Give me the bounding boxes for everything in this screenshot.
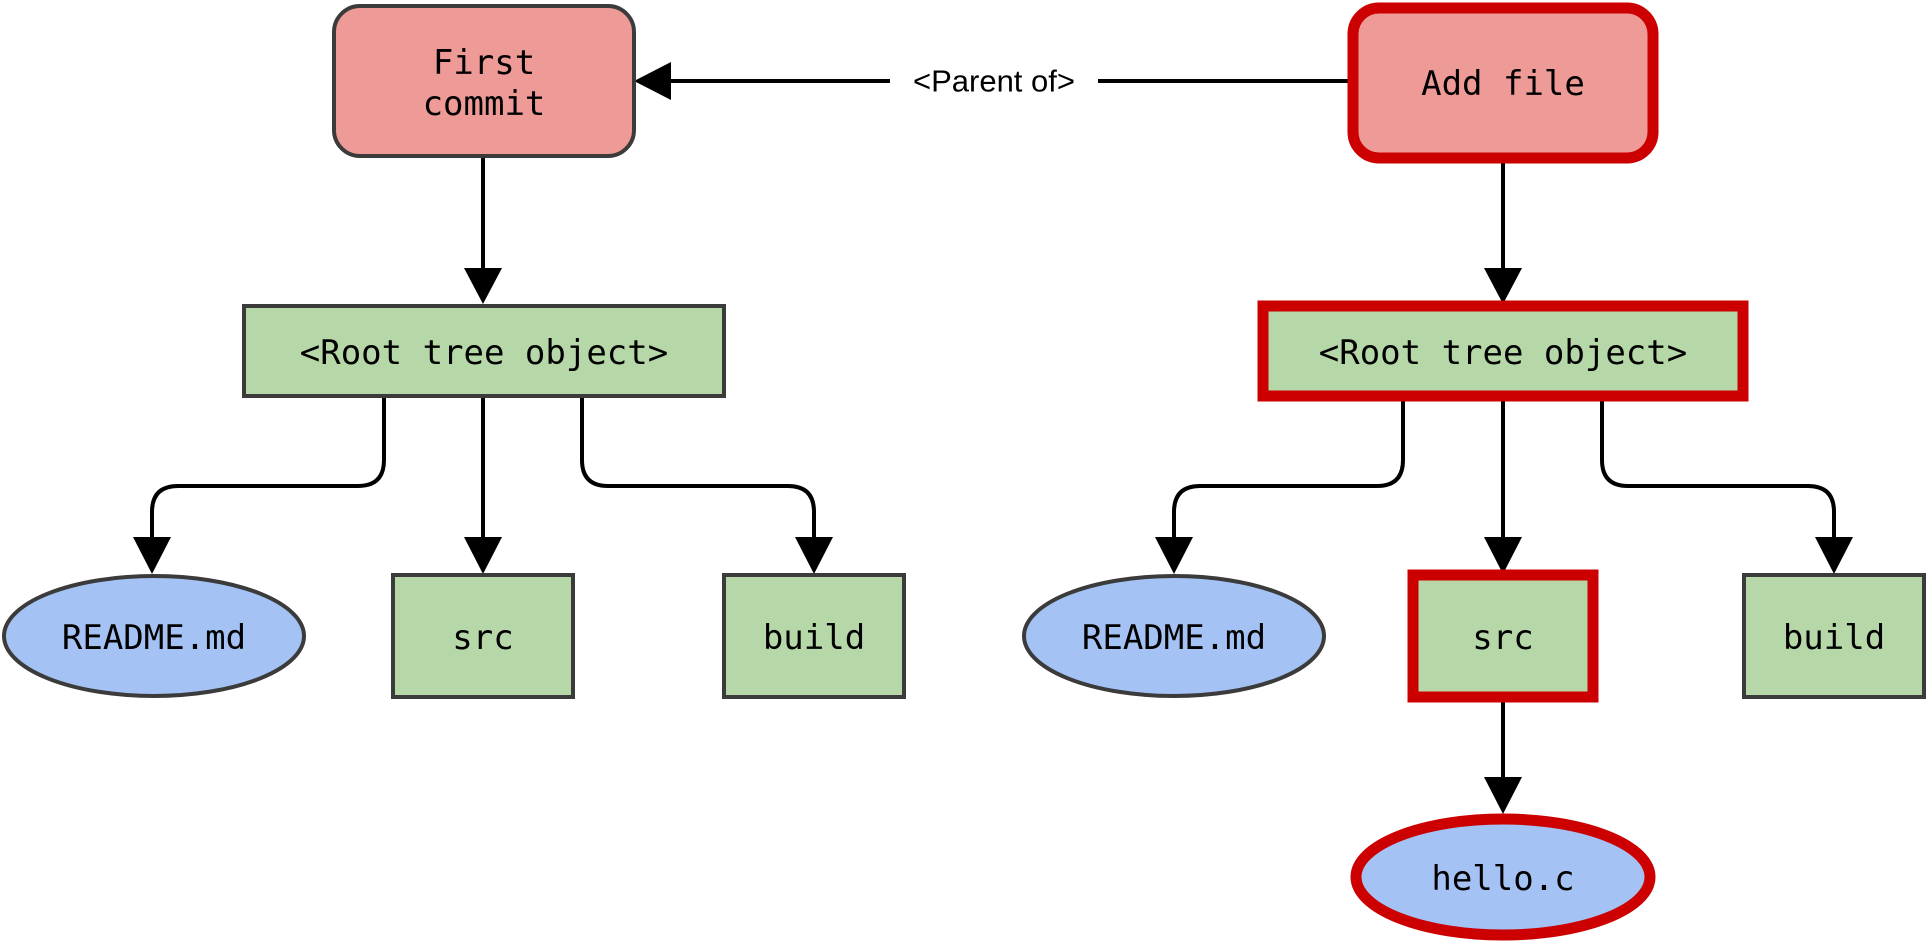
right-readme-blob-node: README.md [1022, 574, 1326, 698]
arrowhead [464, 537, 502, 574]
parent-of-label: <Parent of> [913, 64, 1075, 99]
left-root-tree-node: <Root tree object> [242, 304, 726, 398]
left-commit-label-line-2: commit [423, 84, 546, 124]
edge-left-root-to-readme [150, 397, 386, 539]
left-root-tree-label: <Root tree object> [300, 333, 668, 373]
right-hello-blob-node: hello.c [1350, 813, 1656, 941]
arrowhead [1484, 537, 1522, 574]
left-src-tree-node: src [391, 573, 575, 699]
edge-right-root-to-readme [1172, 399, 1405, 539]
right-src-tree-node: src [1407, 569, 1599, 703]
right-build-tree-node: build [1742, 573, 1926, 699]
right-root-tree-node: <Root tree object> [1257, 300, 1749, 402]
arrowhead [133, 537, 171, 574]
arrowhead [1155, 537, 1193, 574]
right-commit-label: Add file [1421, 64, 1585, 104]
right-hello-label: hello.c [1431, 859, 1574, 899]
left-readme-label: README.md [62, 618, 246, 658]
left-build-tree-node: build [722, 573, 906, 699]
right-src-label: src [1472, 618, 1533, 658]
edge-right-root-to-build [1600, 399, 1836, 539]
right-commit-node: Add file [1347, 2, 1659, 164]
left-src-label: src [452, 618, 513, 658]
left-build-label: build [763, 618, 865, 658]
arrowhead [464, 268, 502, 304]
right-root-tree-label: <Root tree object> [1319, 333, 1687, 373]
arrowhead [1484, 268, 1522, 304]
arrowhead [1484, 777, 1522, 814]
parent-of-arrowhead [634, 62, 671, 100]
right-build-label: build [1783, 618, 1885, 658]
left-commit-label-line-1: First [433, 43, 535, 83]
arrowhead [795, 537, 833, 574]
left-commit-node: First commit [332, 4, 636, 158]
left-readme-blob-node: README.md [2, 574, 306, 698]
edges [133, 62, 1853, 814]
right-readme-label: README.md [1082, 618, 1266, 658]
edge-left-root-to-build [580, 397, 816, 539]
arrowhead [1815, 537, 1853, 574]
